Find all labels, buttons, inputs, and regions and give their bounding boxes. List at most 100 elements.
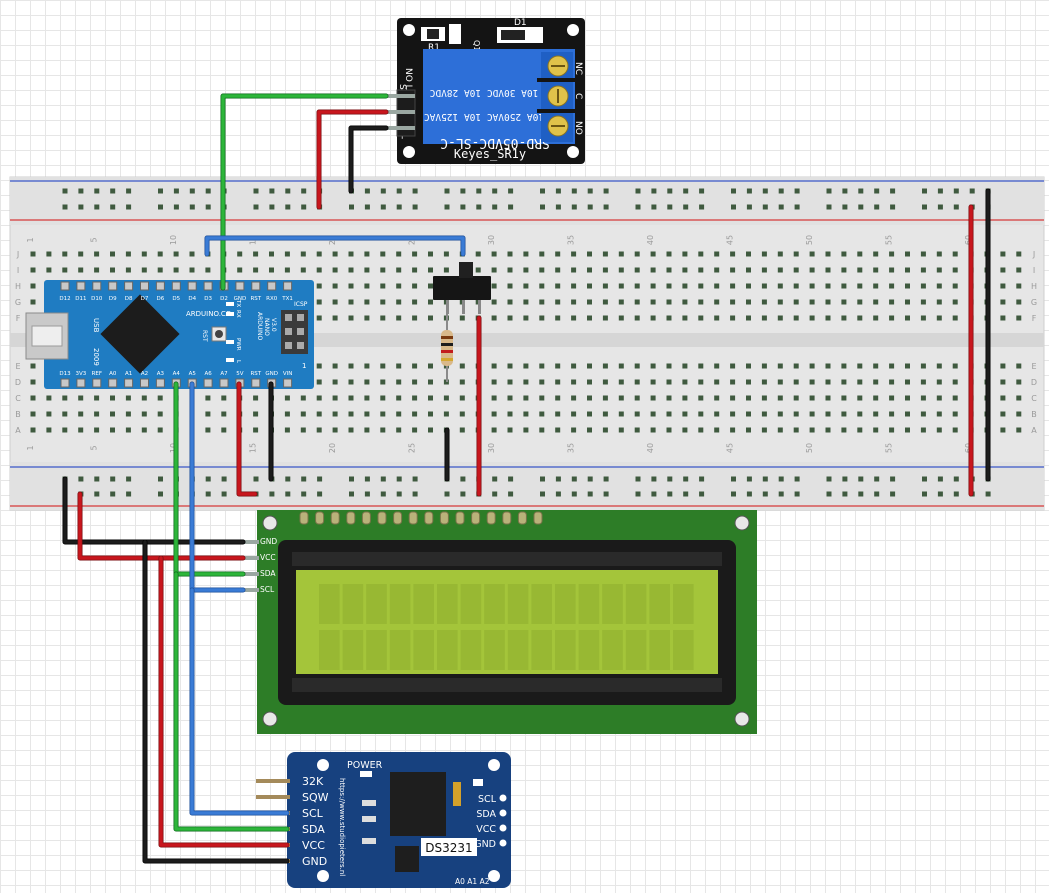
breadboard-hole[interactable] — [94, 411, 100, 417]
lcd-pin[interactable] — [439, 511, 449, 525]
breadboard-hole[interactable] — [618, 299, 624, 305]
rail-hole[interactable] — [603, 491, 609, 497]
breadboard-hole[interactable] — [30, 427, 36, 433]
breadboard-hole[interactable] — [30, 283, 36, 289]
breadboard-hole[interactable] — [475, 251, 481, 257]
breadboard-hole[interactable] — [348, 427, 354, 433]
wire-relay-signal[interactable] — [221, 94, 388, 290]
breadboard-hole[interactable] — [364, 427, 370, 433]
rail-hole[interactable] — [301, 476, 307, 482]
breadboard-hole[interactable] — [730, 299, 736, 305]
rail-hole[interactable] — [380, 476, 386, 482]
breadboard-hole[interactable] — [761, 283, 767, 289]
breadboard-hole[interactable] — [682, 427, 688, 433]
nano-pin-bottom[interactable] — [92, 378, 102, 388]
breadboard-hole[interactable] — [475, 267, 481, 273]
rail-hole[interactable] — [778, 204, 784, 210]
breadboard-hole[interactable] — [730, 379, 736, 385]
breadboard-hole[interactable] — [746, 283, 751, 289]
breadboard-hole[interactable] — [761, 363, 767, 369]
nano-pin-bottom[interactable] — [283, 378, 293, 388]
breadboard-hole[interactable] — [571, 363, 577, 369]
rail-hole[interactable] — [173, 204, 179, 210]
breadboard-hole[interactable] — [555, 427, 561, 433]
switch-body[interactable] — [433, 276, 491, 300]
breadboard-hole[interactable] — [1000, 395, 1006, 401]
breadboard-hole[interactable] — [332, 251, 338, 257]
breadboard-hole[interactable] — [793, 379, 799, 385]
wire-rtc-gnd[interactable] — [143, 540, 289, 863]
breadboard-hole[interactable] — [809, 363, 815, 369]
breadboard-hole[interactable] — [936, 315, 942, 321]
breadboard-hole[interactable] — [491, 395, 497, 401]
rail-hole[interactable] — [317, 476, 323, 482]
breadboard-hole[interactable] — [602, 395, 608, 401]
rail-hole[interactable] — [555, 188, 561, 194]
rail-hole[interactable] — [794, 491, 800, 497]
breadboard-hole[interactable] — [714, 395, 720, 401]
breadboard-hole[interactable] — [666, 411, 672, 417]
breadboard-hole[interactable] — [666, 283, 672, 289]
breadboard-hole[interactable] — [348, 411, 354, 417]
lcd-pin[interactable] — [299, 511, 309, 525]
breadboard-hole[interactable] — [618, 379, 624, 385]
breadboard-hole[interactable] — [920, 283, 926, 289]
wire-rtc-sda[interactable] — [174, 572, 289, 831]
breadboard-hole[interactable] — [396, 283, 402, 289]
breadboard-hole[interactable] — [602, 379, 608, 385]
breadboard-hole[interactable] — [316, 379, 322, 385]
breadboard-hole[interactable] — [873, 411, 879, 417]
breadboard-hole[interactable] — [571, 283, 577, 289]
breadboard-hole[interactable] — [698, 427, 704, 433]
nano-pin-top[interactable] — [155, 281, 165, 291]
breadboard-hole[interactable] — [364, 315, 370, 321]
rail-hole[interactable] — [587, 491, 593, 497]
breadboard-hole[interactable] — [920, 363, 926, 369]
rail-hole[interactable] — [444, 188, 450, 194]
rail-hole[interactable] — [922, 491, 927, 497]
breadboard-hole[interactable] — [555, 379, 561, 385]
rail-hole[interactable] — [651, 188, 657, 194]
breadboard-hole[interactable] — [269, 251, 274, 257]
breadboard-hole[interactable] — [920, 315, 926, 321]
rail-hole[interactable] — [603, 476, 609, 482]
breadboard-hole[interactable] — [125, 395, 131, 401]
breadboard-hole[interactable] — [920, 395, 926, 401]
rail-hole[interactable] — [874, 476, 880, 482]
breadboard-hole[interactable] — [809, 315, 815, 321]
nano-pin-top[interactable] — [140, 281, 149, 291]
breadboard-hole[interactable] — [507, 411, 513, 417]
breadboard-hole[interactable] — [682, 315, 688, 321]
breadboard-hole[interactable] — [602, 315, 608, 321]
breadboard-hole[interactable] — [634, 379, 640, 385]
breadboard-hole[interactable] — [889, 395, 895, 401]
breadboard-hole[interactable] — [761, 267, 767, 273]
breadboard-hole[interactable] — [920, 379, 926, 385]
lcd-pin[interactable] — [393, 511, 403, 525]
rail-hole[interactable] — [794, 204, 800, 210]
rail-hole[interactable] — [762, 204, 768, 210]
breadboard-hole[interactable] — [889, 427, 895, 433]
rail-hole[interactable] — [492, 204, 498, 210]
rail-hole[interactable] — [555, 204, 561, 210]
rail-hole[interactable] — [699, 188, 705, 194]
breadboard-hole[interactable] — [332, 411, 338, 417]
breadboard-hole[interactable] — [491, 315, 497, 321]
rail-hole[interactable] — [555, 476, 561, 482]
rail-hole[interactable] — [364, 188, 370, 194]
breadboard-hole[interactable] — [364, 379, 370, 385]
breadboard-hole[interactable] — [380, 363, 386, 369]
rail-hole[interactable] — [460, 188, 466, 194]
breadboard-hole[interactable] — [332, 427, 338, 433]
lcd-pin[interactable] — [361, 511, 371, 525]
breadboard-hole[interactable] — [698, 411, 704, 417]
breadboard-hole[interactable] — [62, 267, 68, 273]
rail-hole[interactable] — [412, 491, 418, 497]
breadboard-hole[interactable] — [459, 363, 465, 369]
rail-hole[interactable] — [126, 204, 132, 210]
breadboard-hole[interactable] — [94, 251, 100, 257]
breadboard-hole[interactable] — [905, 299, 910, 305]
rail-hole[interactable] — [508, 204, 514, 210]
rail-hole[interactable] — [699, 476, 705, 482]
breadboard-hole[interactable] — [666, 251, 672, 257]
